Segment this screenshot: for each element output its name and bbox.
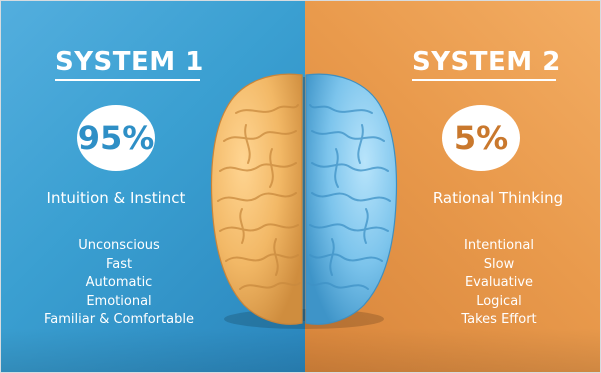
system2-subtitle: Rational Thinking: [432, 189, 564, 207]
system1-percent-badge: 95%: [77, 105, 155, 171]
system1-title-underline: [55, 79, 200, 81]
system2-title-underline: [412, 79, 556, 81]
system2-title-text: SYSTEM 2: [412, 47, 561, 77]
system1-trait: Familiar & Comfortable: [44, 312, 194, 327]
system2-trait: Takes Effort: [461, 312, 537, 327]
system1-trait: Automatic: [85, 275, 153, 290]
left-gyri: [217, 104, 301, 290]
system2-trait: Slow: [483, 256, 515, 272]
system1-trait: Fast: [105, 256, 133, 272]
brain-illustration: [210, 73, 398, 329]
system2-trait: Logical: [476, 293, 522, 309]
system2-trait: Intentional: [464, 238, 534, 253]
system2-trait: Evaluative: [464, 275, 534, 290]
system2-percent-badge: 5%: [442, 105, 520, 171]
right-gyri: [307, 104, 391, 290]
system1-subtitle: Intuition & Instinct: [46, 189, 186, 207]
system1-traits-list: Unconscious Fast Automatic Emotional Fam…: [13, 237, 225, 330]
system1-title-text: SYSTEM 1: [55, 47, 204, 77]
system1-trait: Emotional: [86, 293, 152, 309]
system1-title: SYSTEM 1: [55, 45, 203, 81]
system1-percent: 95%: [77, 119, 155, 157]
system1-trait: Unconscious: [78, 238, 160, 253]
system2-traits-list: Intentional Slow Evaluative Logical Take…: [423, 237, 575, 330]
system2-title: SYSTEM 2: [412, 45, 560, 81]
system2-percent: 5%: [453, 119, 509, 157]
